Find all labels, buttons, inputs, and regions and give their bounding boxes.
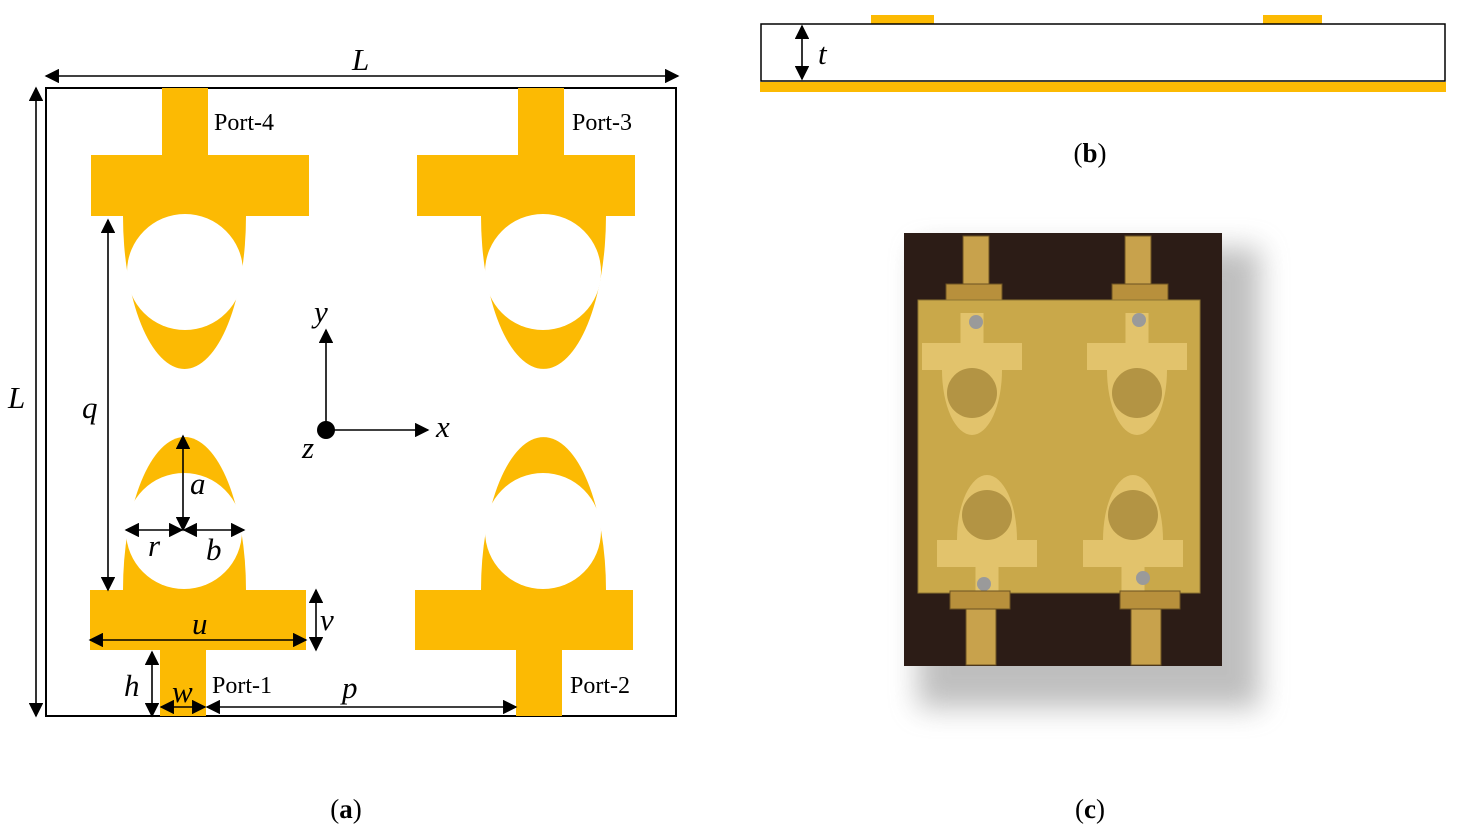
photo-element-bottom-right xyxy=(1083,475,1183,597)
dim-v-label: v xyxy=(320,602,334,637)
top-strip-right xyxy=(1263,15,1322,24)
panel-a-layout: Port-4 Port-3 Port-1 Port-2 L L q a r b … xyxy=(7,42,680,824)
z-axis-dot xyxy=(317,421,335,439)
solder-joint xyxy=(1136,571,1150,585)
z-axis-label: z xyxy=(301,430,314,465)
solder-joint xyxy=(969,315,983,329)
y-axis-label: y xyxy=(311,294,328,329)
sma-connector-bottom-left xyxy=(949,590,1011,666)
caption-b: (b) xyxy=(1073,138,1106,168)
sma-connector-top-right xyxy=(1111,235,1169,305)
solder-joint xyxy=(1132,313,1146,327)
dim-t-label: t xyxy=(818,36,828,71)
dim-p-label: p xyxy=(340,670,358,705)
dim-L-left-label: L xyxy=(7,380,25,415)
caption-a: (a) xyxy=(330,794,362,824)
x-axis-label: x xyxy=(435,409,450,444)
top-strip-left xyxy=(871,15,934,24)
caption-c: (c) xyxy=(1075,794,1105,824)
port-3-label: Port-3 xyxy=(572,110,632,136)
photo-element-top-right xyxy=(1087,313,1187,435)
dim-a-label: a xyxy=(190,466,206,501)
panel-b-side-view: t (b) xyxy=(760,15,1446,168)
dim-q-label: q xyxy=(82,390,98,425)
dim-u-label: u xyxy=(192,606,208,641)
sma-connector-bottom-right xyxy=(1119,590,1181,666)
port-1-label: Port-1 xyxy=(212,673,272,699)
antenna-element-port-2 xyxy=(415,437,633,716)
dim-b-label: b xyxy=(206,532,222,567)
solder-joint xyxy=(977,577,991,591)
dim-h-label: h xyxy=(124,668,140,703)
sma-connector-top-left xyxy=(945,235,1003,305)
port-2-label: Port-2 xyxy=(570,673,630,699)
ground-plane xyxy=(760,82,1446,92)
antenna-element-port-4 xyxy=(91,88,309,369)
dim-w-label: w xyxy=(172,674,193,709)
photo-element-top-left xyxy=(922,313,1022,435)
dim-r-label: r xyxy=(148,528,161,563)
panel-c-photo: (c) xyxy=(904,233,1260,824)
dim-L-top-label: L xyxy=(351,42,369,77)
port-4-label: Port-4 xyxy=(214,110,274,136)
substrate-side xyxy=(760,23,1446,82)
antenna-element-port-3 xyxy=(417,88,635,369)
